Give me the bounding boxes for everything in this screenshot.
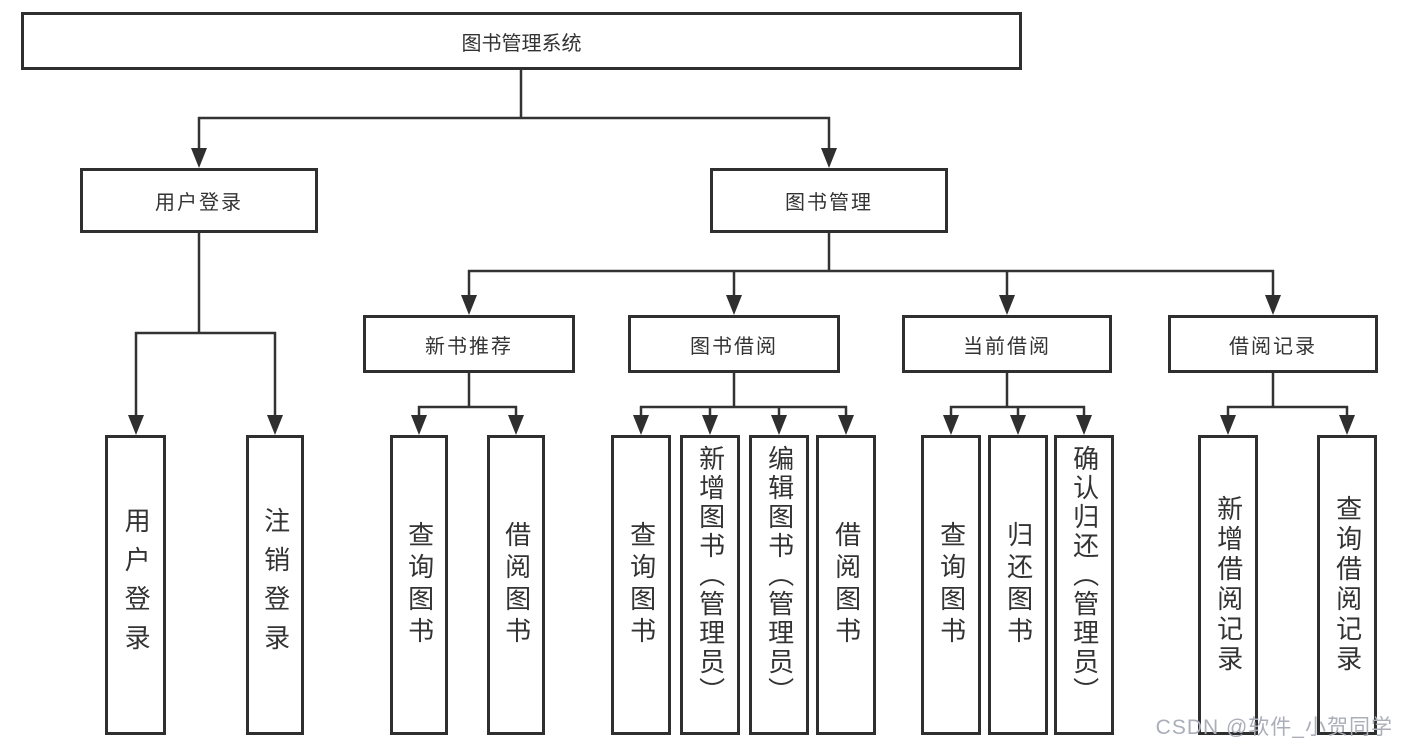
leaf-label: 归还图书	[1003, 521, 1034, 649]
leaf-label: 新增借阅记录	[1213, 495, 1244, 675]
leaf-label: 新增图书（管理员）	[695, 445, 726, 706]
node-label: 当前借阅	[963, 335, 1051, 358]
leaf-confirm-return-admin: 确认归还（管理员）	[1054, 435, 1114, 735]
leaf-borrow-books-borrowing: 借阅图书	[816, 435, 876, 735]
leaf-borrow-books-recommend: 借阅图书	[487, 435, 545, 735]
leaf-add-borrow-record: 新增借阅记录	[1198, 435, 1258, 735]
leaf-query-borrow-record: 查询借阅记录	[1317, 435, 1377, 735]
leaf-label: 用户登录	[121, 507, 152, 663]
leaf-return-books: 归还图书	[988, 435, 1048, 735]
node-label: 图书借阅	[690, 335, 778, 358]
leaf-label: 查询图书	[626, 521, 657, 649]
leaf-label: 编辑图书（管理员）	[764, 445, 795, 706]
csdn-watermark: CSDN @软件_小贺同学	[1155, 716, 1393, 739]
node-user-login: 用户登录	[80, 168, 318, 233]
leaf-label: 确认归还（管理员）	[1069, 445, 1100, 706]
leaf-label: 查询借阅记录	[1332, 495, 1363, 675]
leaf-query-books-recommend: 查询图书	[390, 435, 448, 735]
leaf-edit-books-admin: 编辑图书（管理员）	[749, 435, 809, 735]
leaf-label: 借阅图书	[501, 521, 532, 649]
node-book-management: 图书管理	[710, 168, 948, 233]
leaf-label: 查询图书	[404, 521, 435, 649]
node-label: 图书管理	[785, 192, 873, 214]
node-new-book-recommendation: 新书推荐	[363, 315, 575, 373]
leaf-query-books-borrowing: 查询图书	[611, 435, 671, 735]
node-label: 新书推荐	[425, 335, 513, 358]
leaf-user-login: 用户登录	[105, 435, 166, 735]
leaf-logout: 注销登录	[246, 435, 304, 735]
node-borrowing-records: 借阅记录	[1168, 315, 1378, 373]
node-label: 图书管理系统	[461, 32, 582, 55]
leaf-label: 注销登录	[260, 507, 291, 663]
node-label: 用户登录	[155, 192, 243, 214]
leaf-query-books-current: 查询图书	[921, 435, 981, 735]
node-label: 借阅记录	[1229, 335, 1317, 358]
node-current-borrowing: 当前借阅	[902, 315, 1112, 373]
node-book-borrowing: 图书借阅	[628, 315, 840, 373]
leaf-add-books-admin: 新增图书（管理员）	[680, 435, 740, 735]
leaf-label: 查询图书	[936, 521, 967, 649]
node-library-management-system: 图书管理系统	[21, 12, 1022, 70]
leaf-label: 借阅图书	[831, 521, 862, 649]
